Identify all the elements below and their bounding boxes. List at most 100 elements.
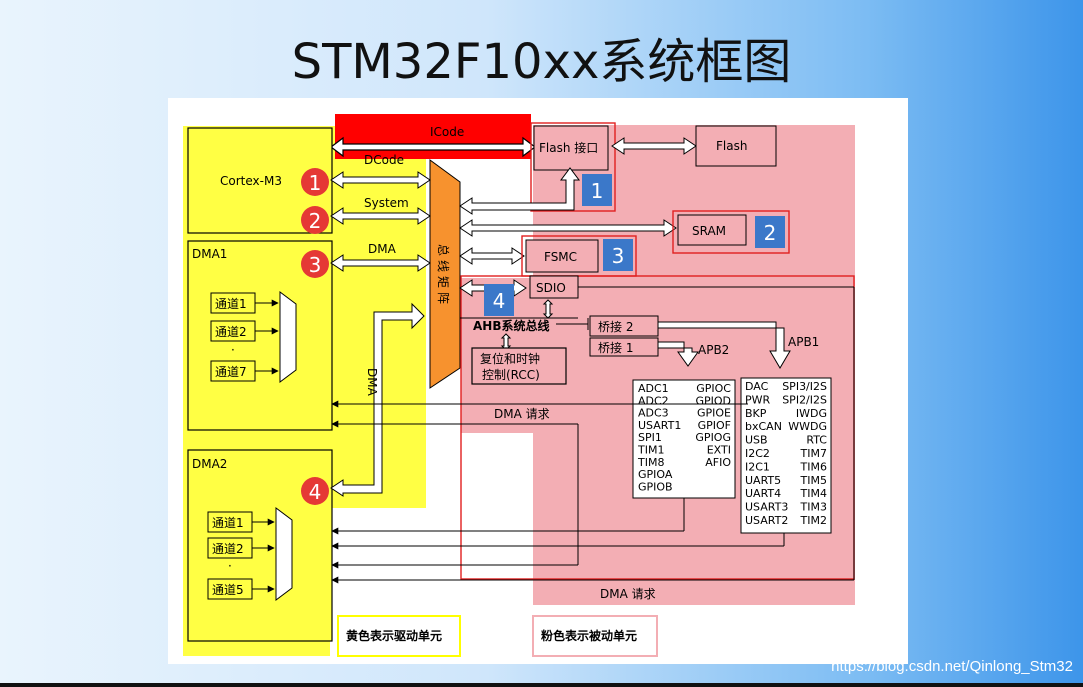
- apb1-right-list: SPI3/I2SSPI2/I2SIWDGWWDGRTCTIM7TIM6TIM5T…: [782, 380, 827, 527]
- legend-pink-label: 粉色表示被动单元: [541, 628, 637, 643]
- dma2-label: DMA2: [192, 457, 227, 471]
- svg-text:3: 3: [309, 253, 322, 277]
- blue-badge-4: 4: [484, 284, 514, 316]
- sram-box: [677, 214, 747, 246]
- apb1-label: APB1: [788, 335, 819, 349]
- dma2-channel-2-label: 通道2: [212, 542, 244, 556]
- peripheral-label: USB: [745, 434, 768, 447]
- rcc-label-line2: 控制(RCC): [482, 368, 540, 382]
- peripheral-label: GPIOB: [638, 480, 673, 493]
- dma2-channel-5-label: 通道5: [212, 583, 244, 597]
- blue-badge-1: 1: [582, 174, 612, 206]
- apb2-peripheral-box: [632, 379, 736, 499]
- dma-vertical-label: DMA: [365, 368, 379, 397]
- icode-label: ICode: [430, 125, 464, 139]
- legend-yellow-box: [337, 615, 461, 657]
- dcode-bus-arrow: [330, 171, 431, 189]
- peripheral-label: GPIOA: [638, 468, 673, 481]
- peripheral-label: GPIOF: [698, 419, 731, 432]
- peripheral-label: TIM8: [637, 456, 664, 469]
- bridge2-label: 桥接 2: [598, 319, 633, 334]
- dma-request-lower-label: DMA 请求: [600, 587, 656, 601]
- peripheral-label: TIM7: [800, 447, 827, 460]
- peripheral-label: WWDG: [788, 420, 827, 433]
- peripheral-label: UART4: [745, 487, 781, 500]
- bus-matrix-label: 总线矩阵: [436, 244, 450, 308]
- slide-title: STM32F10xx系统框图: [291, 34, 792, 90]
- icode-bar: [335, 114, 531, 159]
- sdio-label: SDIO: [536, 281, 566, 295]
- dma1-channel-7-label: 通道7: [215, 365, 247, 379]
- peripheral-label: GPIOE: [697, 407, 731, 420]
- dma1-label: DMA1: [192, 247, 227, 261]
- svg-text:总线矩阵: 总线矩阵: [436, 244, 450, 308]
- matrix-sram-arrow: [459, 219, 677, 237]
- svg-text:4: 4: [493, 289, 506, 313]
- peripheral-label: bxCAN: [745, 420, 782, 433]
- watermark: https://blog.csdn.net/Qinlong_Stm32: [831, 658, 1073, 675]
- rcc-label-line1: 复位和时钟: [480, 351, 540, 366]
- peripheral-label: TIM6: [800, 460, 827, 473]
- bottom-bar: [0, 683, 1083, 687]
- ahb-bus-label: AHB系统总线: [473, 318, 549, 333]
- peripheral-label: TIM4: [800, 487, 827, 500]
- red-badge-4: 4: [301, 477, 329, 505]
- peripheral-label: I2C1: [745, 460, 770, 473]
- flash-label: Flash: [716, 139, 747, 153]
- peripheral-label: BKP: [745, 407, 767, 420]
- system-label: System: [364, 196, 409, 210]
- peripheral-label: EXTI: [707, 444, 731, 457]
- svg-text:DMA: DMA: [365, 368, 379, 397]
- peripheral-label: IWDG: [796, 407, 827, 420]
- dma2-bus-path: [330, 302, 425, 497]
- peripheral-label: SPI1: [638, 431, 662, 444]
- apb2-label: APB2: [698, 343, 729, 357]
- peripheral-label: SPI3/I2S: [782, 380, 827, 393]
- peripheral-label: TIM3: [800, 501, 827, 514]
- cortex-m3-label: Cortex-M3: [220, 174, 282, 188]
- peripheral-label: GPIOD: [695, 394, 731, 407]
- peripheral-label: TIM1: [637, 444, 664, 457]
- dma1-channel-1-label: 通道1: [215, 297, 247, 311]
- svg-text:4: 4: [309, 480, 322, 504]
- flash-interface-label: Flash 接口: [539, 140, 598, 155]
- dma-bus-arrow: [330, 254, 431, 272]
- red-badge-2: 2: [301, 206, 329, 234]
- peripheral-label: TIM5: [800, 474, 827, 487]
- peripheral-label: PWR: [745, 393, 771, 406]
- blue-badge-2: 2: [755, 216, 785, 248]
- dma1-mux: [279, 291, 297, 383]
- fsmc-label: FSMC: [544, 250, 577, 264]
- svg-text:2: 2: [764, 221, 777, 245]
- peripheral-label: SPI2/I2S: [782, 393, 827, 406]
- system-bus-arrow: [330, 207, 431, 225]
- bridge1-label: 桥接 1: [598, 340, 633, 355]
- peripheral-label: ADC2: [638, 394, 669, 407]
- apb1-left-list: DACPWRBKPbxCANUSBI2C2I2C1UART5UART4USART…: [745, 380, 788, 527]
- peripheral-label: DAC: [745, 380, 769, 393]
- peripheral-label: GPIOG: [695, 431, 731, 444]
- dcode-label: DCode: [364, 153, 404, 167]
- peripheral-label: USART2: [745, 514, 788, 527]
- dma2-mux: [275, 507, 293, 601]
- legend-yellow-label: 黄色表示驱动单元: [346, 628, 442, 643]
- svg-text:2: 2: [309, 209, 322, 233]
- peripheral-label: UART5: [745, 474, 781, 487]
- sram-label: SRAM: [692, 224, 726, 238]
- bus-matrix: [429, 159, 461, 389]
- svg-text:1: 1: [309, 171, 322, 195]
- dma2-ellipsis: ·: [228, 559, 232, 573]
- matrix-flash-arrow: [459, 167, 580, 215]
- peripheral-label: USART1: [638, 419, 681, 432]
- dma1-ellipsis: ·: [231, 343, 235, 357]
- rcc-box: [471, 347, 567, 385]
- dma-request-upper-label: DMA 请求: [494, 407, 550, 421]
- peripheral-label: ADC1: [638, 382, 669, 395]
- peripheral-label: RTC: [806, 434, 827, 447]
- peripheral-label: TIM2: [800, 514, 827, 527]
- apb1-peripheral-box: [740, 377, 832, 534]
- dma-bus-label: DMA: [368, 242, 397, 256]
- flash-box: [695, 125, 777, 167]
- system-block-diagram: ICode Cortex-M3 DMA1 通道1 通道2 · 通道7 DMA2 …: [168, 98, 908, 664]
